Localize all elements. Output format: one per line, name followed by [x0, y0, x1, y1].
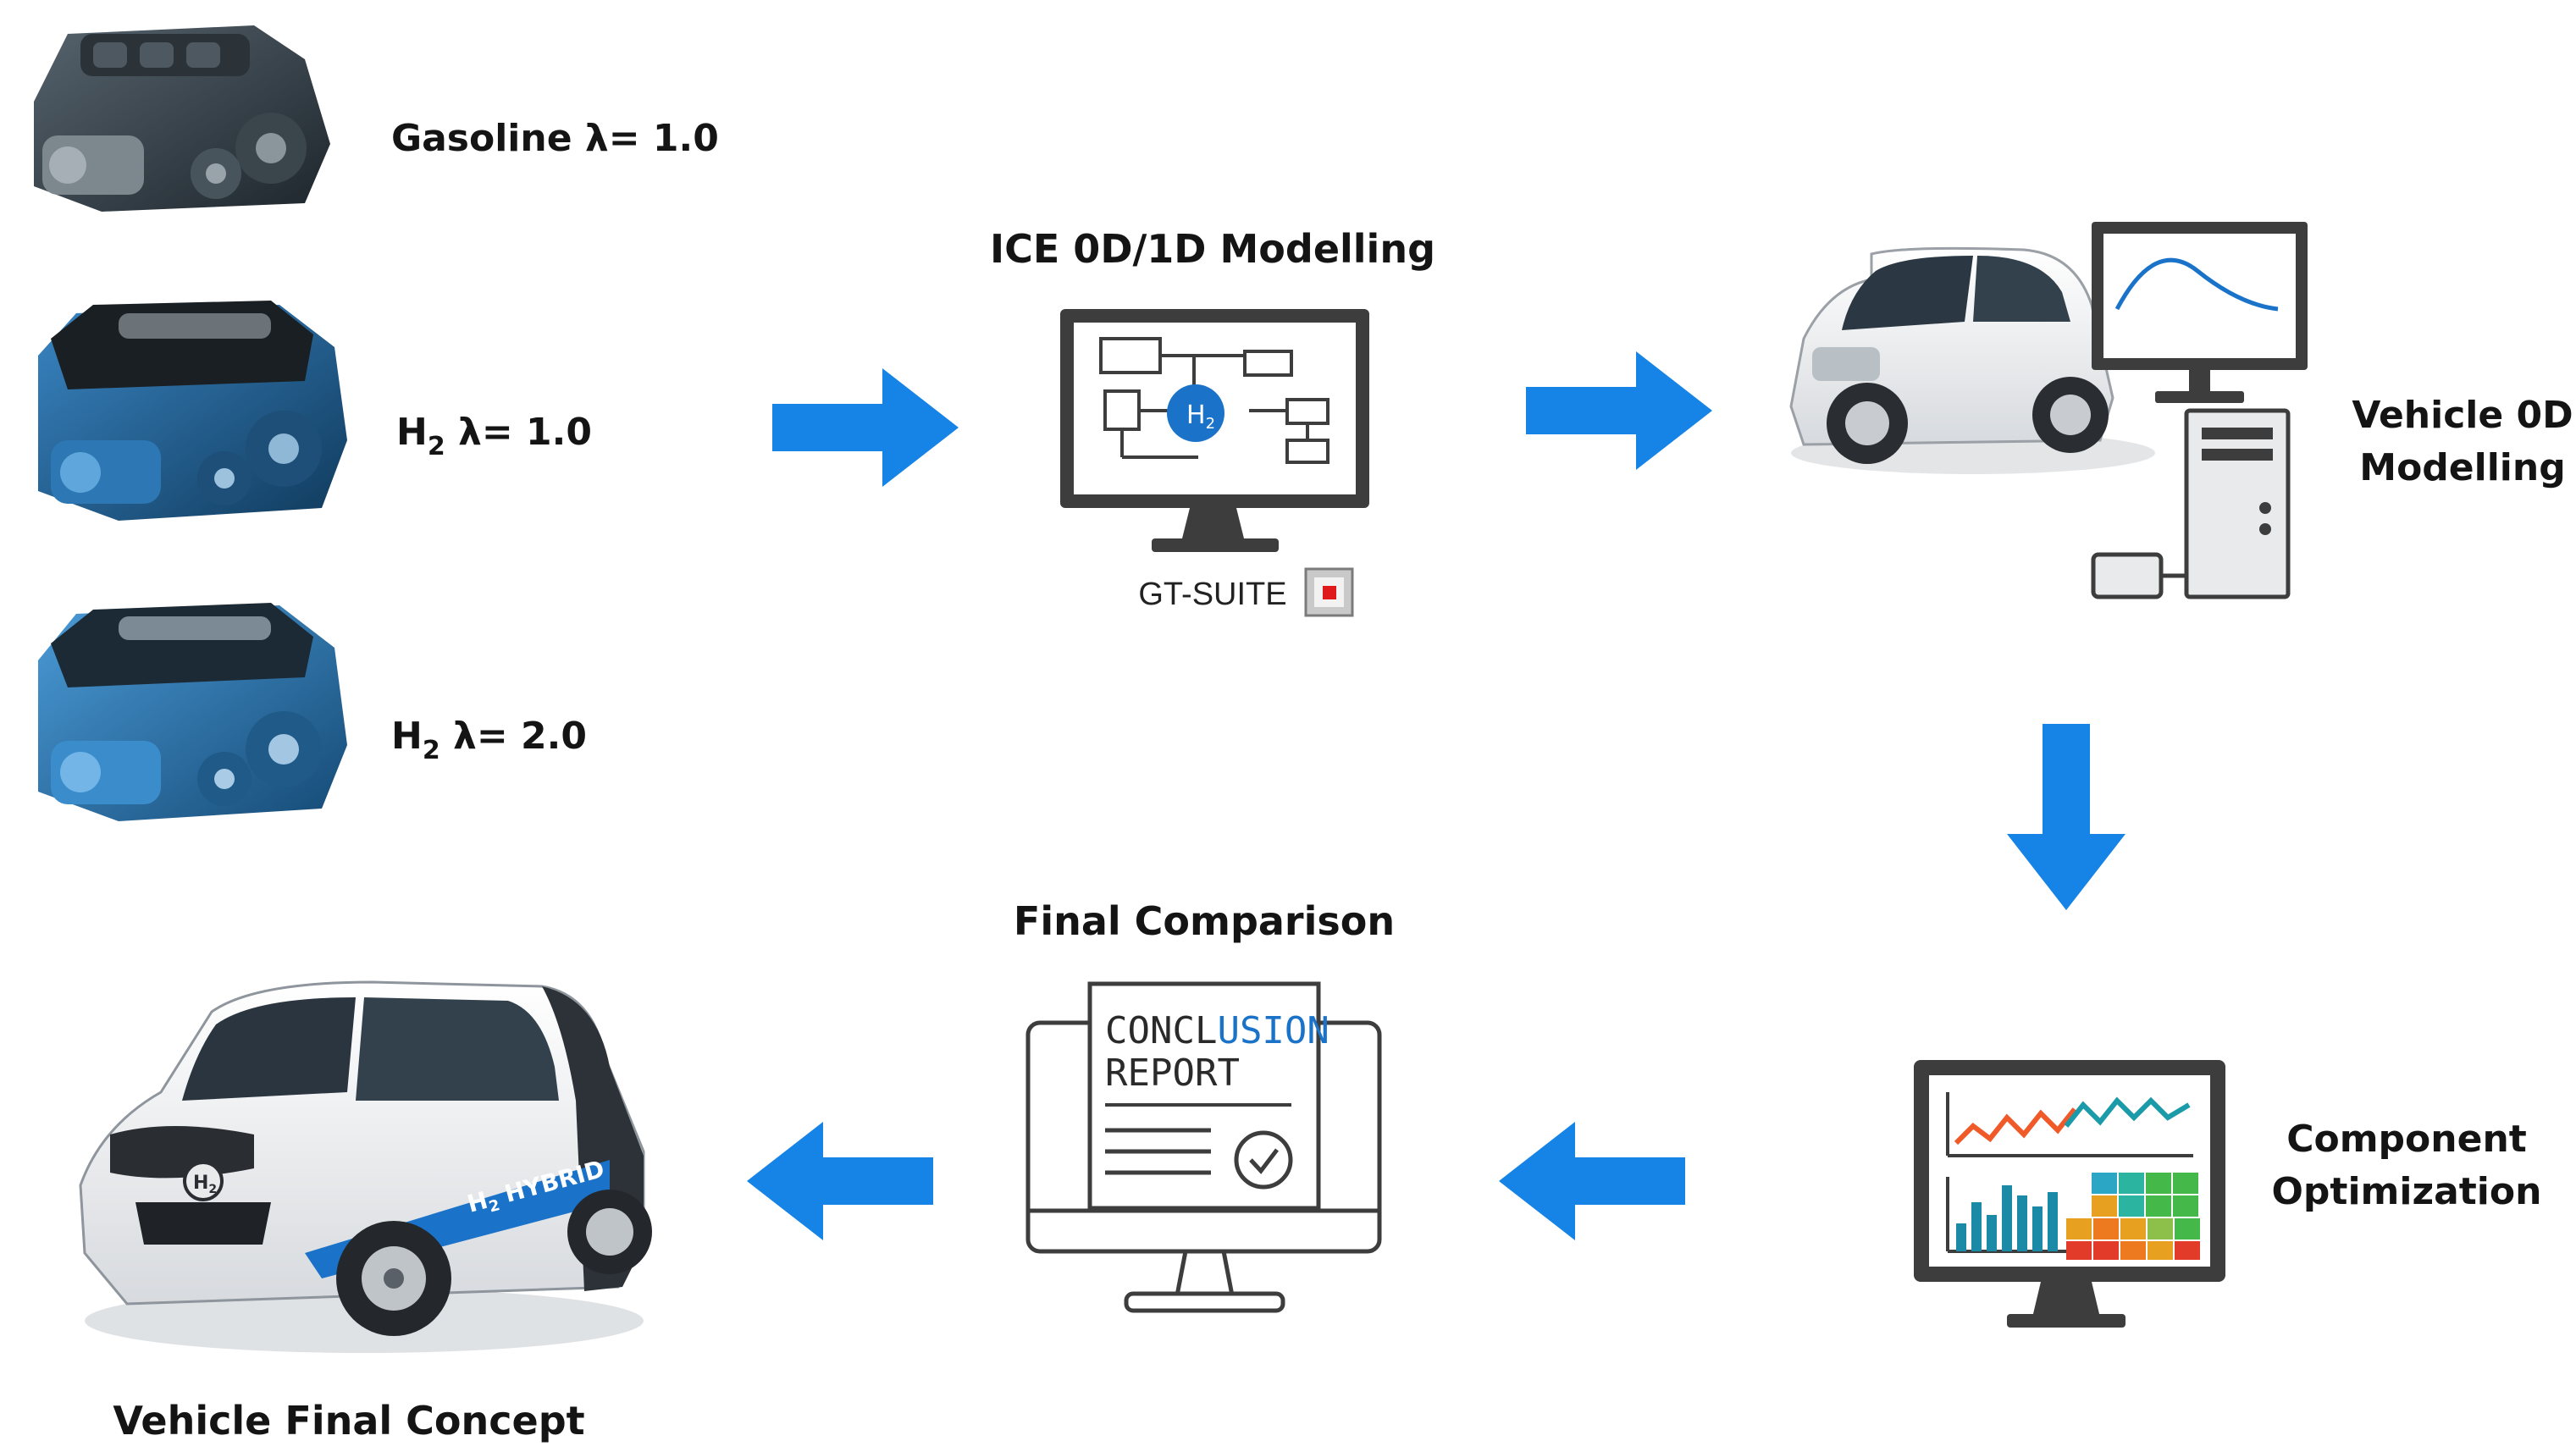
gt-suite-label: GT-SUITE: [1138, 577, 1286, 612]
report-word-report: REPORT: [1105, 1052, 1240, 1095]
gasoline-engine-icon: [34, 25, 330, 212]
arrow-engines-to-ice: [772, 368, 959, 487]
report-word-conclusion: CONCLUSION: [1105, 1009, 1329, 1052]
gt-suite-logo-icon: [1304, 567, 1354, 617]
engine-label-h2-lambda1: H2 λ= 1.0: [396, 411, 592, 461]
front-badge-text: H2: [193, 1173, 217, 1196]
final-comparison-title: Final Comparison: [1014, 898, 1395, 944]
final-concept-title: Vehicle Final Concept: [113, 1398, 584, 1444]
final-concept-car-icon: H2 HYBRID H2: [79, 980, 652, 1353]
vehicle-monitor-icon: [2092, 222, 2308, 403]
desktop-tower-icon: [2091, 408, 2291, 599]
h2-engine-lambda2-icon: [38, 603, 347, 821]
component-optimization-label-line1: Component: [2286, 1118, 2527, 1161]
vehicle-modelling-label-line2: Modelling: [2359, 446, 2565, 489]
ice-modelling-monitor-icon: H2: [1060, 309, 1369, 552]
vehicle-city-car-icon: [1789, 246, 2155, 474]
h2-node-label: H2: [1186, 400, 1215, 433]
arrow-vehicle-to-component: [2007, 724, 2125, 910]
arrow-ice-to-vehicle: [1526, 351, 1712, 470]
ice-modelling-title: ICE 0D/1D Modelling: [990, 226, 1435, 272]
component-optimization-label-line2: Optimization: [2272, 1170, 2542, 1213]
heatmap-grid: [2066, 1173, 2200, 1260]
arrow-component-to-comparison: [1499, 1122, 1685, 1240]
vehicle-modelling-label-line1: Vehicle 0D: [2352, 394, 2573, 437]
engine-label-h2-lambda2: H2 λ= 2.0: [391, 715, 587, 765]
engine-label-gasoline: Gasoline λ= 1.0: [391, 117, 719, 160]
h2-engine-lambda1-icon: [38, 301, 347, 521]
conclusion-report-monitor-icon: CONCLUSION REPORT: [1025, 981, 1382, 1313]
arrow-comparison-to-concept: [747, 1122, 933, 1240]
component-optimization-monitor-icon: [1914, 1060, 2225, 1328]
